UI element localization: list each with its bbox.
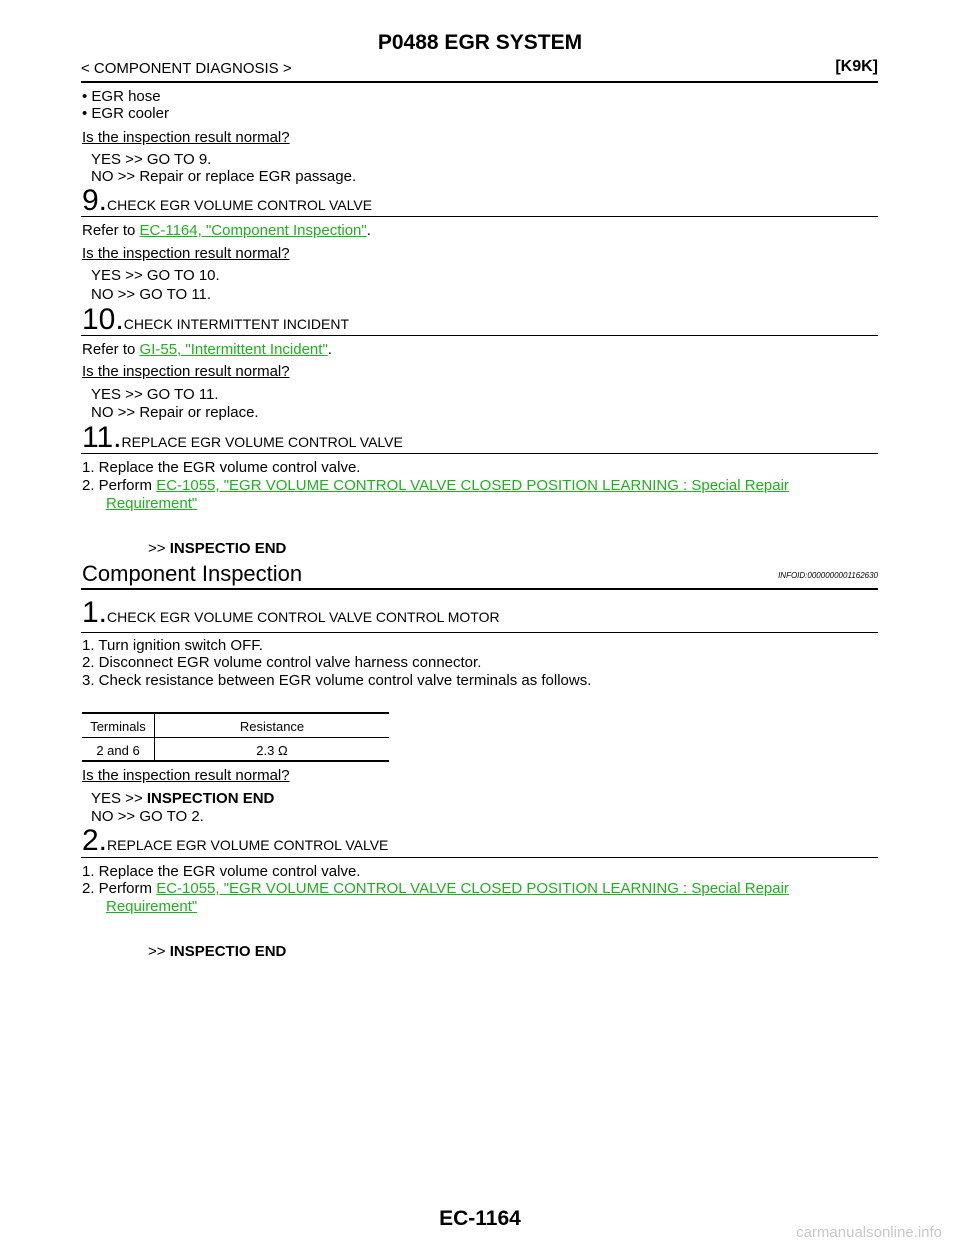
reference-link[interactable]: EC-1164, "Component Inspection" (139, 222, 367, 239)
table-header: Resistance (239, 719, 305, 734)
instruction-item: 1. Replace the EGR volume control valve. (82, 459, 361, 476)
reference-link[interactable]: Requirement" (106, 898, 198, 915)
reference-link[interactable]: EC-1055, "EGR VOLUME CONTROL VALVE CLOSE… (156, 477, 789, 494)
step-heading-11: 11.REPLACE EGR VOLUME CONTROL VALVE (82, 423, 403, 453)
page-title: P0488 EGR SYSTEM (377, 31, 583, 54)
step-rule (81, 857, 878, 858)
step-rule (81, 632, 878, 633)
answer-yes: YES >> INSPECTION END (91, 790, 275, 807)
step-title: CHECK INTERMITTENT INCIDENT (123, 316, 350, 332)
reference-link[interactable]: Requirement" (106, 495, 198, 512)
watermark: carmanualsonline.info (796, 1224, 942, 1241)
question-text: Is the inspection result normal? (82, 363, 290, 380)
end-marker: >> INSPECTIO END (148, 540, 287, 557)
question-text: Is the inspection result normal? (82, 245, 290, 262)
resistance-table: Terminals Resistance 2 and 6 2.3 Ω (82, 712, 389, 762)
answer-yes: YES >> GO TO 9. (91, 151, 212, 168)
table-row: 2 and 6 2.3 Ω (82, 738, 389, 762)
step-rule (81, 335, 878, 336)
answer-no: NO >> Repair or replace. (91, 404, 259, 421)
question-text: Is the inspection result normal? (82, 767, 290, 784)
bullet-egr-cooler: • EGR cooler (82, 105, 169, 122)
instruction-item: 1. Replace the EGR volume control valve. (82, 863, 361, 880)
reference-link-cont: Requirement" (106, 897, 197, 916)
step-number: 9. (82, 184, 108, 217)
instruction-item: 2. Disconnect EGR volume control valve h… (82, 654, 482, 671)
reference-link[interactable]: GI-55, "Intermittent Incident" (139, 341, 328, 358)
step-number: 11. (82, 421, 122, 454)
step-rule (81, 453, 878, 454)
end-text: INSPECTIO END (169, 943, 287, 960)
end-text: INSPECTIO END (169, 540, 287, 557)
header-rule (81, 81, 878, 83)
refer-line: Refer to EC-1164, "Component Inspection"… (82, 222, 371, 239)
answer-yes: YES >> GO TO 10. (91, 267, 220, 284)
step-title: CHECK EGR VOLUME CONTROL VALVE CONTROL M… (107, 609, 500, 625)
table-cell: 2.3 Ω (256, 743, 288, 758)
bullet-egr-hose: • EGR hose (82, 88, 161, 105)
answer-yes: YES >> GO TO 11. (91, 386, 219, 403)
section-rule (81, 588, 878, 590)
step-number: 1. (82, 596, 108, 629)
step-title: CHECK EGR VOLUME CONTROL VALVE (107, 197, 373, 213)
page-number: EC-1164 (439, 1207, 521, 1230)
step-heading-9: 9.CHECK EGR VOLUME CONTROL VALVE (82, 186, 372, 216)
instruction-item: 2. Perform EC-1055, "EGR VOLUME CONTROL … (82, 880, 789, 897)
answer-no: NO >> GO TO 2. (91, 808, 204, 825)
answer-no: NO >> GO TO 11. (91, 286, 212, 303)
step-title: REPLACE EGR VOLUME CONTROL VALVE (121, 434, 403, 450)
question-text: Is the inspection result normal? (82, 129, 290, 146)
step-number: 10. (82, 303, 124, 336)
instruction-item: 1. Turn ignition switch OFF. (82, 637, 263, 654)
breadcrumb: < COMPONENT DIAGNOSIS > (81, 60, 292, 77)
reference-link-cont: Requirement" (106, 494, 197, 513)
step-heading-10: 10.CHECK INTERMITTENT INCIDENT (82, 305, 349, 335)
reference-link[interactable]: EC-1055, "EGR VOLUME CONTROL VALVE CLOSE… (156, 880, 789, 897)
instruction-item: 3. Check resistance between EGR volume c… (82, 672, 592, 689)
table-header-row: Terminals Resistance (82, 714, 389, 738)
table-cell: 2 and 6 (96, 743, 140, 758)
step-heading-2: 2.REPLACE EGR VOLUME CONTROL VALVE (82, 826, 388, 856)
step-heading-1: 1.CHECK EGR VOLUME CONTROL VALVE CONTROL… (82, 598, 500, 628)
info-id: INFOID:0000000001162630 (778, 571, 878, 580)
answer-no: NO >> Repair or replace EGR passage. (91, 168, 357, 185)
engine-code: [K9K] (835, 58, 878, 75)
end-text: INSPECTION END (146, 790, 275, 807)
table-header: Terminals (90, 719, 146, 734)
instruction-item: 2. Perform EC-1055, "EGR VOLUME CONTROL … (82, 477, 789, 494)
step-title: REPLACE EGR VOLUME CONTROL VALVE (107, 837, 389, 853)
refer-line: Refer to GI-55, "Intermittent Incident". (82, 341, 332, 358)
end-marker: >> INSPECTIO END (148, 943, 287, 960)
step-number: 2. (82, 824, 108, 857)
section-title: Component Inspection (82, 561, 303, 586)
step-rule (81, 216, 878, 217)
